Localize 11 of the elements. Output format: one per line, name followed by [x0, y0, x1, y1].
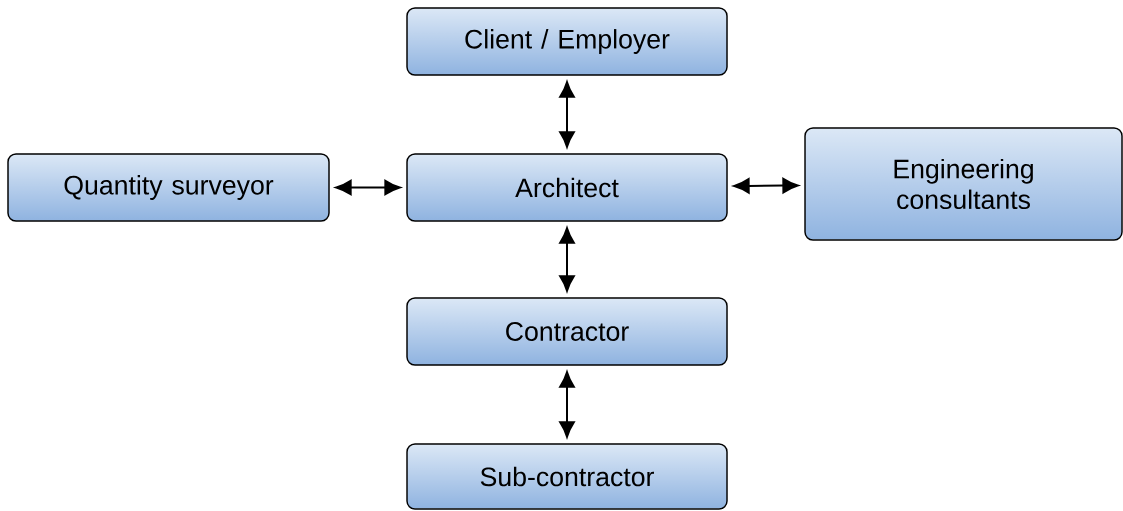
process-box: Quantity surveyor — [7, 153, 330, 222]
arrow — [733, 177, 799, 194]
arrow — [335, 179, 401, 196]
arrow — [559, 227, 575, 292]
process-box: Sub-contractor — [406, 443, 728, 510]
process-box: Client / Employer — [406, 7, 728, 76]
process-box: Engineering consultants — [804, 127, 1123, 241]
arrow — [559, 81, 575, 148]
arrow — [559, 371, 575, 438]
process-box: Architect — [406, 153, 728, 222]
process-box: Contractor — [406, 297, 728, 366]
